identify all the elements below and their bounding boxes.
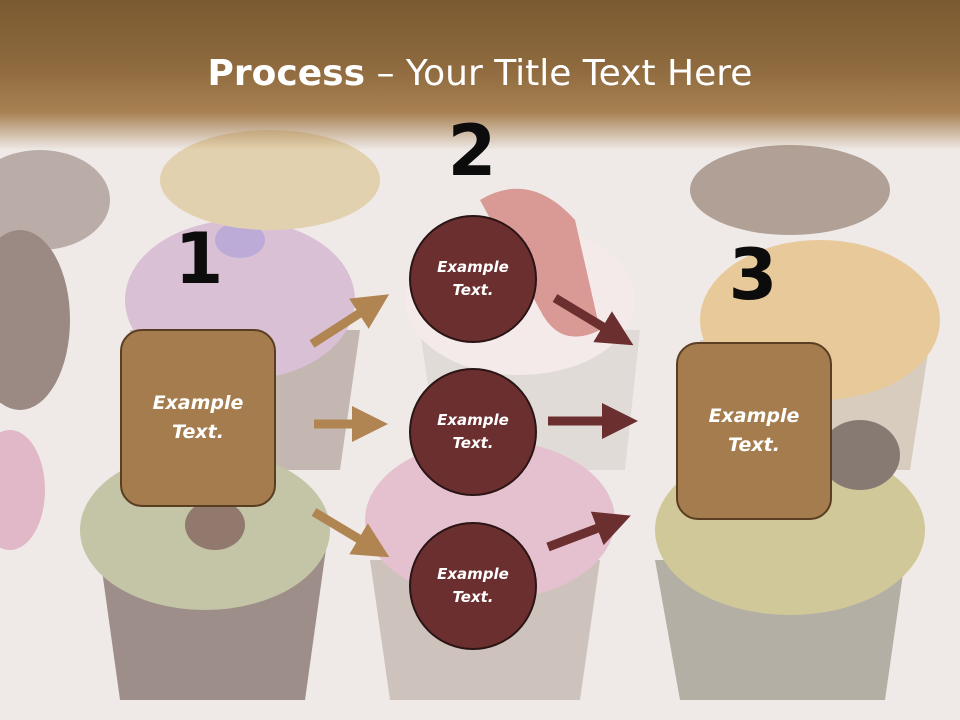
step-number-1: 1 <box>174 218 224 300</box>
arrow-down-right-1 <box>311 508 390 558</box>
circle-step-middle[interactable]: Example Text. <box>409 368 537 496</box>
circle-middle-line2: Text. <box>452 434 494 452</box>
left-box-line1: Example <box>152 392 244 414</box>
title-rest: – Your Title Text Here <box>365 53 753 94</box>
arrow-down-right-2 <box>552 294 634 346</box>
circle-bottom-line2: Text. <box>452 588 494 606</box>
right-box-line2: Text. <box>728 434 780 456</box>
circle-bottom-line1: Example <box>437 565 509 583</box>
arrow-up-right-1 <box>309 294 390 348</box>
right-box-line1: Example <box>708 405 800 427</box>
circle-step-bottom[interactable]: Example Text. <box>409 522 537 650</box>
left-text-box[interactable]: Example Text. <box>120 329 276 507</box>
circle-top-line2: Text. <box>452 281 494 299</box>
step-number-2: 2 <box>447 110 497 192</box>
arrow-up-right-2 <box>546 511 631 552</box>
circle-step-top[interactable]: Example Text. <box>409 215 537 343</box>
circle-top-line1: Example <box>437 258 509 276</box>
left-box-line2: Text. <box>172 421 224 443</box>
slide-title[interactable]: Process – Your Title Text Here <box>0 52 960 96</box>
right-text-box[interactable]: Example Text. <box>676 342 832 520</box>
title-bold: Process <box>207 53 366 94</box>
circle-middle-line1: Example <box>437 411 509 429</box>
title-band <box>0 0 960 150</box>
step-number-3: 3 <box>728 234 778 316</box>
